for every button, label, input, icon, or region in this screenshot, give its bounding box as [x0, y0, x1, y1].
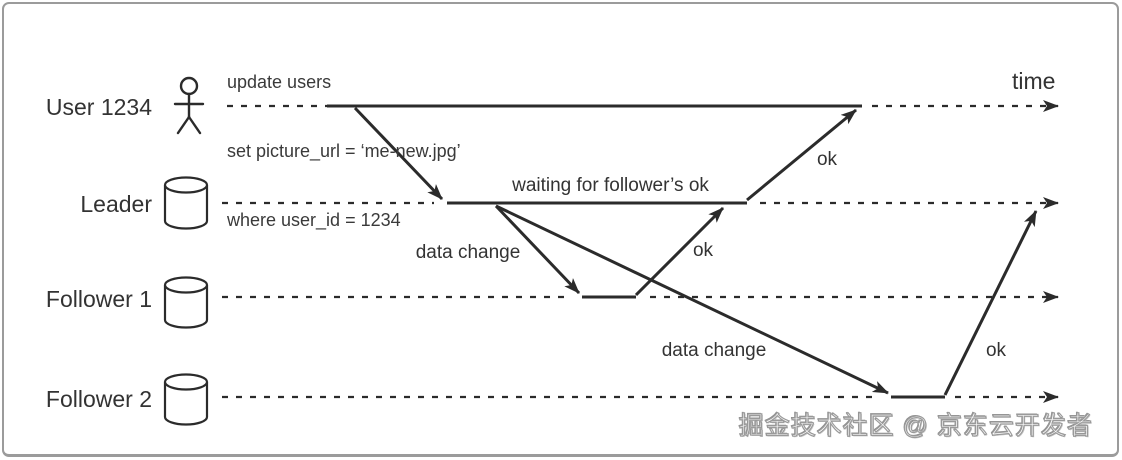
query-line-2: set picture_url = ‘me-new.jpg’ [227, 141, 461, 161]
ok-label-follower2-to-leader: ok [985, 340, 1007, 361]
lane-label-follower1: Follower 1 [45, 286, 152, 312]
arrow-ok-follower1-to-leader [634, 206, 725, 297]
arrow-ok-leader-to-user [746, 108, 857, 202]
query-line-1: update users [227, 72, 332, 92]
arrow-leader-to-follower1 [494, 204, 581, 295]
database-icon-follower2 [163, 373, 209, 426]
database-icon-leader [163, 176, 209, 230]
ok-label-leader-to-user: ok [816, 149, 838, 170]
watermark-text: 掘金技术社区 @ 京东云开发者 [738, 411, 1093, 440]
lane-label-follower2: Follower 2 [45, 386, 152, 412]
arrow-user-to-leader [353, 106, 444, 201]
arrow-ok-follower2-to-leader [943, 210, 1038, 396]
query-line-3: where user_id = 1234 [227, 210, 401, 230]
database-icon-follower1 [163, 276, 209, 329]
ok-label-follower1-to-leader: ok [692, 240, 714, 261]
person-icon [173, 76, 205, 135]
query-text: update users set picture_url = ‘me-new.j… [227, 25, 461, 278]
data-change-label-follower1: data change [415, 242, 521, 263]
waiting-annotation: waiting for follower’s ok [512, 175, 709, 196]
time-axis-label: time [1012, 68, 1056, 94]
arrow-leader-to-follower2 [495, 204, 889, 395]
data-change-label-follower2: data change [661, 340, 767, 361]
lane-label-leader: Leader [80, 191, 152, 217]
lane-label-user: User 1234 [45, 94, 152, 120]
